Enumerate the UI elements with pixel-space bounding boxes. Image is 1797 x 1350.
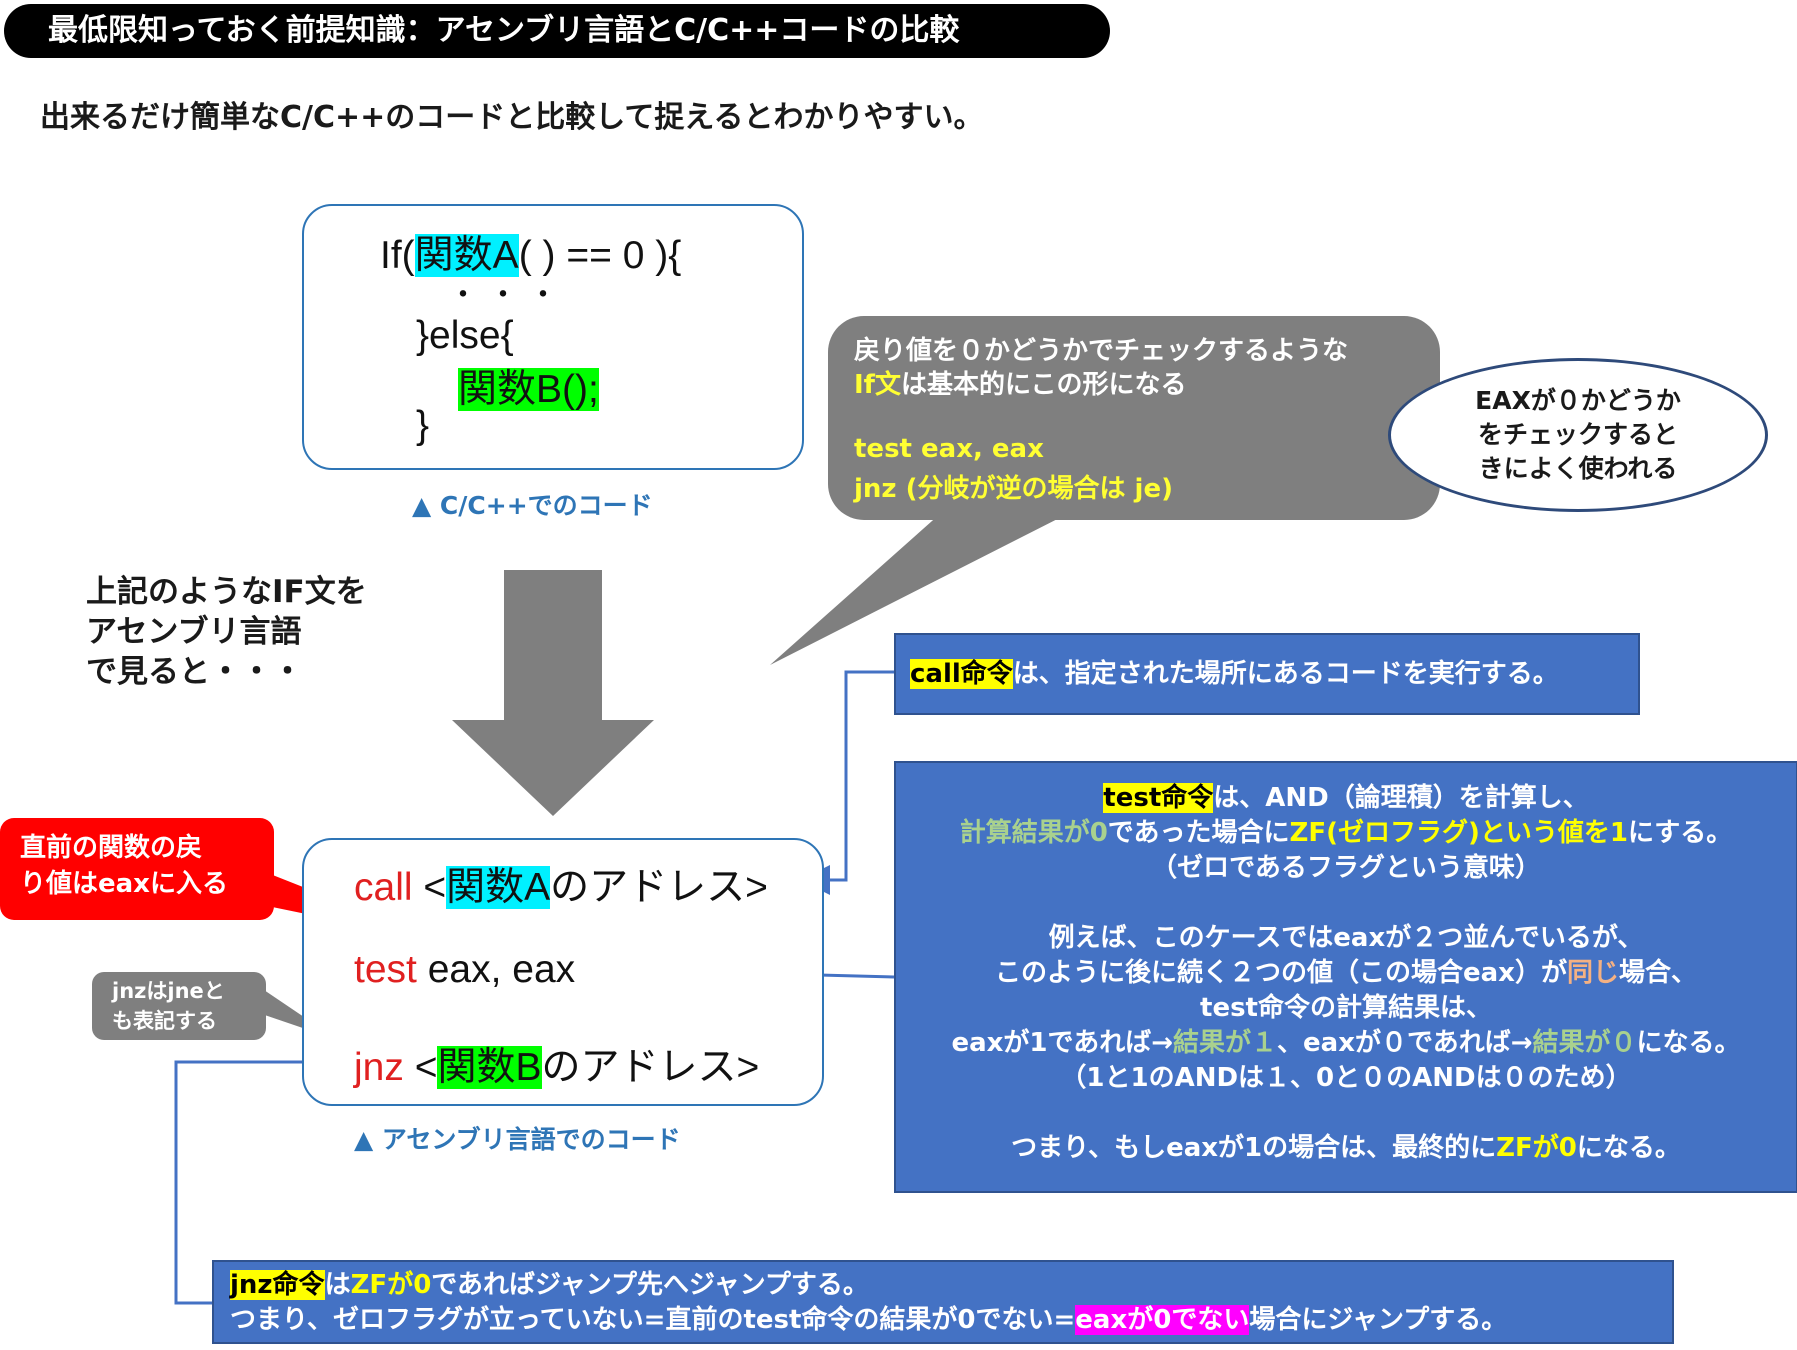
- red-callout-line-1: 直前の関数の戻: [20, 833, 203, 863]
- small-gray-line-1: jnzはjneと: [112, 979, 225, 1003]
- small-gray-callout: [92, 972, 266, 1040]
- c-code-line-3: }else{: [416, 314, 514, 357]
- test-line-5-c: 場合、: [1618, 958, 1697, 988]
- test-line-9-b: ZFが0: [1496, 1133, 1577, 1163]
- gray-callout: [828, 316, 1440, 520]
- test-line-7-b: 結果が１: [1173, 1028, 1278, 1058]
- red-callout: [0, 818, 274, 920]
- test-line-8: （1と1のANDは１、0と０のANDは０のため）: [1060, 1063, 1632, 1093]
- test-line-7-e: になる。: [1636, 1028, 1741, 1058]
- gray-callout-line-2: If文は基本的にこの形になる: [854, 364, 1186, 401]
- intro-line-3: で見ると・・・: [86, 654, 303, 690]
- call-connector: [800, 670, 894, 895]
- c-code-line-2: ・・・: [448, 279, 568, 312]
- test-line-4: 例えば、このケースではeaxが２つ並んでいるが、: [1048, 923, 1644, 953]
- func-b-highlight: 関数B();: [458, 368, 599, 411]
- test-line-7-c: 、eaxが０であれば→: [1277, 1028, 1533, 1058]
- c-code-line-1: If(関数A( ) == 0 ){: [380, 224, 681, 280]
- test-line-2: 計算結果が0であった場合にZF(ゼロフラグ)という値を1にする。: [896, 816, 1796, 851]
- ellipse-line-2: をチェックすると: [1477, 420, 1678, 449]
- test-line-3: （ゼロであるフラグという意味）: [1151, 853, 1541, 883]
- call-text: は、指定された場所にあるコードを実行する。: [1012, 659, 1559, 689]
- jnz-line-1: jnz命令はZFが0であればジャンプ先へジャンプする。: [230, 1268, 1672, 1303]
- asm-func-b-highlight: 関数B: [437, 1046, 542, 1089]
- asm-call-line: call <関数Aのアドレス>: [354, 856, 768, 912]
- test-line-7: eaxが1であれば→結果が１、eaxが０であれば→結果が０になる。: [896, 1026, 1796, 1061]
- jnz-connector: [174, 1047, 342, 1305]
- asm-code-caption: ▲ アセンブリ言語でのコード: [354, 1125, 681, 1154]
- c-code-box: [302, 204, 804, 470]
- c-code-caption: ▲ C/C++でのコード: [412, 491, 653, 520]
- jnz-explanation-box: jnz命令はZFが0であればジャンプ先へジャンプする。 つまり、ゼロフラグが立っ…: [212, 1260, 1674, 1344]
- asm-test-line: test eax, eax: [354, 948, 575, 992]
- test-line-7-d: 結果が０: [1532, 1028, 1637, 1058]
- jnz-label: jnz命令: [230, 1270, 325, 1300]
- test-line-7-a: eaxが1であれば→: [951, 1028, 1174, 1058]
- test-line-2-a: 計算結果が0: [959, 818, 1108, 848]
- intro-text: 上記のようなIF文を アセンブリ言語 で見ると・・・: [86, 572, 367, 692]
- red-callout-line-2: り値はeaxに入る: [20, 869, 228, 899]
- page-title: 最低限知っておく前提知識：アセンブリ言語とC/C++コードの比較: [4, 4, 1110, 58]
- big-down-arrow: [452, 570, 654, 816]
- test-line-1: test命令は、AND（論理積）を計算し、: [896, 781, 1796, 816]
- red-callout-text: 直前の関数の戻 り値はeaxに入る: [20, 830, 228, 902]
- test-line-9-c: になる。: [1576, 1133, 1681, 1163]
- asm-jnz-post: のアドレス>: [541, 1046, 760, 1089]
- test-spacer-1: [896, 886, 1796, 921]
- func-a-highlight: 関数A: [414, 234, 519, 277]
- ellipse-line-1: EAXが０かどうか: [1475, 386, 1681, 415]
- intro-line-2: アセンブリ言語: [86, 614, 302, 650]
- jnz-line-2: つまり、ゼロフラグが立っていない=直前のtest命令の結果が0でない=eaxが0…: [230, 1303, 1672, 1338]
- test-line-1-rest: は、AND（論理積）を計算し、: [1213, 783, 1589, 813]
- c-code-line-4: 関数B();: [458, 358, 599, 414]
- test-line-5-a: このように後に続く２つの値（この場合eax）が: [995, 958, 1567, 988]
- asm-call-keyword: call: [354, 866, 413, 909]
- test-line-2-d: にする。: [1628, 818, 1733, 848]
- test-line-2-c: ZF(ゼロフラグ)という値を1: [1289, 818, 1629, 848]
- ellipse-callout: EAXが０かどうか をチェックすると きによく使われる: [1388, 358, 1768, 512]
- gray-line-2-rest: は基本的にこの形になる: [901, 370, 1187, 400]
- asm-test-keyword: test: [354, 948, 417, 991]
- asm-test-operands: eax, eax: [416, 948, 576, 991]
- test-line-2-b: であった場合に: [1107, 818, 1290, 848]
- jnz-line-1-c: であればジャンプ先へジャンプする。: [431, 1270, 869, 1300]
- test-line-9-a: つまり、もしeaxが1の場合は、最終的に: [1011, 1133, 1497, 1163]
- jnz-line-2-a: つまり、ゼロフラグが立っていない=直前のtest命令の結果が0でない=: [230, 1305, 1076, 1335]
- eax-not-zero-highlight: eaxが0でない: [1075, 1305, 1250, 1335]
- test-line-9: つまり、もしeaxが1の場合は、最終的にZFが0になる。: [896, 1131, 1796, 1166]
- asm-call-pre: <: [412, 866, 447, 909]
- intro-line-1: 上記のようなIF文を: [86, 574, 367, 610]
- call-label: call命令: [910, 659, 1013, 689]
- test-line-5-b: 同じ: [1566, 958, 1619, 988]
- jnz-line-2-c: 場合にジャンプする。: [1249, 1305, 1508, 1335]
- subtitle: 出来るだけ簡単なC/C++のコードと比較して捉えるとわかりやすい。: [40, 100, 984, 135]
- gray-callout-line-4: jnz (分岐が逆の場合は je): [854, 474, 1173, 504]
- if-label: If文: [854, 370, 901, 400]
- test-explanation-box: test命令は、AND（論理積）を計算し、 計算結果が0であった場合にZF(ゼロ…: [894, 761, 1797, 1193]
- gray-callout-line-3: test eax, eax: [854, 434, 1044, 464]
- test-line-5: このように後に続く２つの値（この場合eax）が同じ場合、: [896, 956, 1796, 991]
- test-spacer-2: [896, 1096, 1796, 1131]
- call-explanation-box: call命令は、指定された場所にあるコードを実行する。: [894, 633, 1640, 715]
- asm-call-post: のアドレス>: [550, 866, 768, 909]
- asm-jnz-line: jnz <関数Bのアドレス>: [354, 1036, 759, 1092]
- ellipse-line-3: きによく使われる: [1478, 454, 1678, 483]
- asm-func-a-highlight: 関数A: [446, 866, 551, 909]
- c-if-keyword: If(: [380, 234, 415, 277]
- jnz-line-1-b: ZFが0: [350, 1270, 432, 1300]
- asm-code-box: [302, 838, 824, 1106]
- gray-callout-tail: [770, 505, 1085, 665]
- asm-jnz-keyword: jnz: [354, 1046, 404, 1089]
- small-gray-line-2: も表記する: [112, 1009, 217, 1033]
- jnz-line-1-a: は: [324, 1270, 351, 1300]
- test-label: test命令: [1103, 783, 1214, 813]
- gray-callout-line-1: 戻り値を０かどうかでチェックするような: [854, 336, 1349, 366]
- asm-jnz-pre: <: [403, 1046, 438, 1089]
- small-gray-text: jnzはjneと も表記する: [112, 976, 225, 1036]
- ellipse-text: EAXが０かどうか をチェックすると きによく使われる: [1475, 384, 1681, 486]
- test-line-6: test命令の計算結果は、: [1200, 993, 1492, 1023]
- c-condition: ( ) == 0 ){: [518, 234, 682, 277]
- c-code-line-5: }: [416, 404, 430, 447]
